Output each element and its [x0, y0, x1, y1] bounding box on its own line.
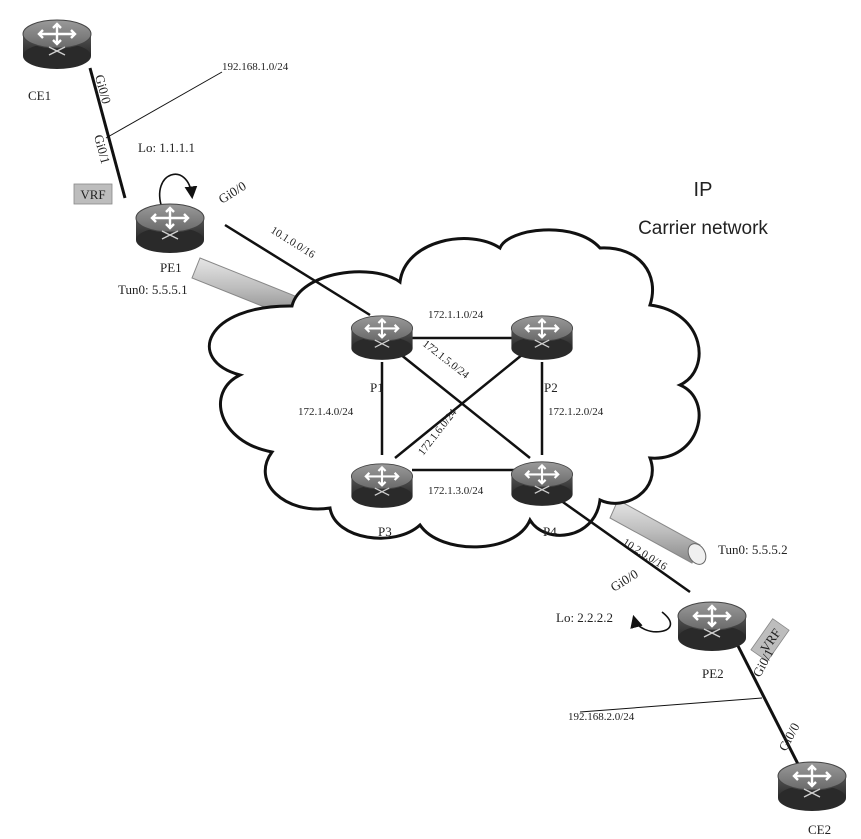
interface-ce1-gi00: Gi0/0 — [92, 73, 114, 105]
router-name-p4: P4 — [543, 524, 557, 539]
router-p1[interactable] — [350, 314, 414, 361]
loopback-arrow-pe2 — [630, 611, 672, 633]
router-p3[interactable] — [350, 462, 414, 509]
router-p4[interactable] — [510, 460, 574, 507]
title-ip: IP — [694, 179, 713, 201]
leader-192-168-1 — [105, 71, 223, 139]
title-carrier-network: Carrier network — [638, 218, 768, 239]
loopback-pe2: Lo: 2.2.2.2 — [556, 610, 613, 625]
loopback-arrow-pe1 — [159, 173, 198, 209]
interface-pe1-gi00: Gi0/0 — [216, 178, 249, 206]
interface-pe2-gi00: Gi0/0 — [608, 566, 641, 594]
router-name-pe2: PE2 — [702, 666, 724, 681]
interface-pe1-gi01: Gi0/1 — [91, 133, 113, 165]
subnet-pe2-ce2: 192.168.2.0/24 — [568, 711, 635, 723]
vrf-box-pe2: VRF — [750, 618, 790, 662]
subnet-p2-p4: 172.1.2.0/24 — [548, 406, 604, 418]
router-name-p3: P3 — [378, 524, 392, 539]
vrf-label-pe1: VRF — [80, 187, 105, 202]
link-pe1-p1 — [224, 223, 371, 317]
router-pe1[interactable] — [134, 202, 206, 255]
subnet-p3-p4: 172.1.3.0/24 — [428, 485, 484, 497]
router-p2[interactable] — [510, 314, 574, 361]
router-ce2[interactable] — [776, 760, 848, 813]
router-name-pe1: PE1 — [160, 260, 182, 275]
leader-192-168-2 — [579, 697, 763, 713]
link-ce1-pe1 — [88, 67, 127, 199]
router-pe2[interactable] — [676, 600, 748, 653]
link-p2-p3 — [394, 349, 529, 459]
link-p4-pe2 — [559, 498, 691, 594]
router-name-ce2: CE2 — [808, 822, 831, 837]
subnet-p1-p2: 172.1.1.0/24 — [428, 309, 484, 321]
router-name-p1: P1 — [370, 380, 384, 395]
tunnel-pe2 — [609, 499, 707, 565]
subnet-ce1-pe1: 192.168.1.0/24 — [222, 61, 289, 73]
loopback-pe1: Lo: 1.1.1.1 — [138, 140, 195, 155]
router-ce1[interactable] — [21, 18, 93, 71]
vrf-box-pe1: VRF — [73, 183, 113, 205]
tunnel-label-pe2: Tun0: 5.5.5.2 — [718, 542, 788, 557]
subnet-p1-p3: 172.1.4.0/24 — [298, 406, 354, 418]
router-name-ce1: CE1 — [28, 88, 51, 103]
tunnel-label-pe1: Tun0: 5.5.5.1 — [118, 282, 188, 297]
link-pe2-ce2 — [733, 639, 802, 769]
carrier-cloud — [207, 228, 701, 549]
router-name-p2: P2 — [544, 380, 558, 395]
